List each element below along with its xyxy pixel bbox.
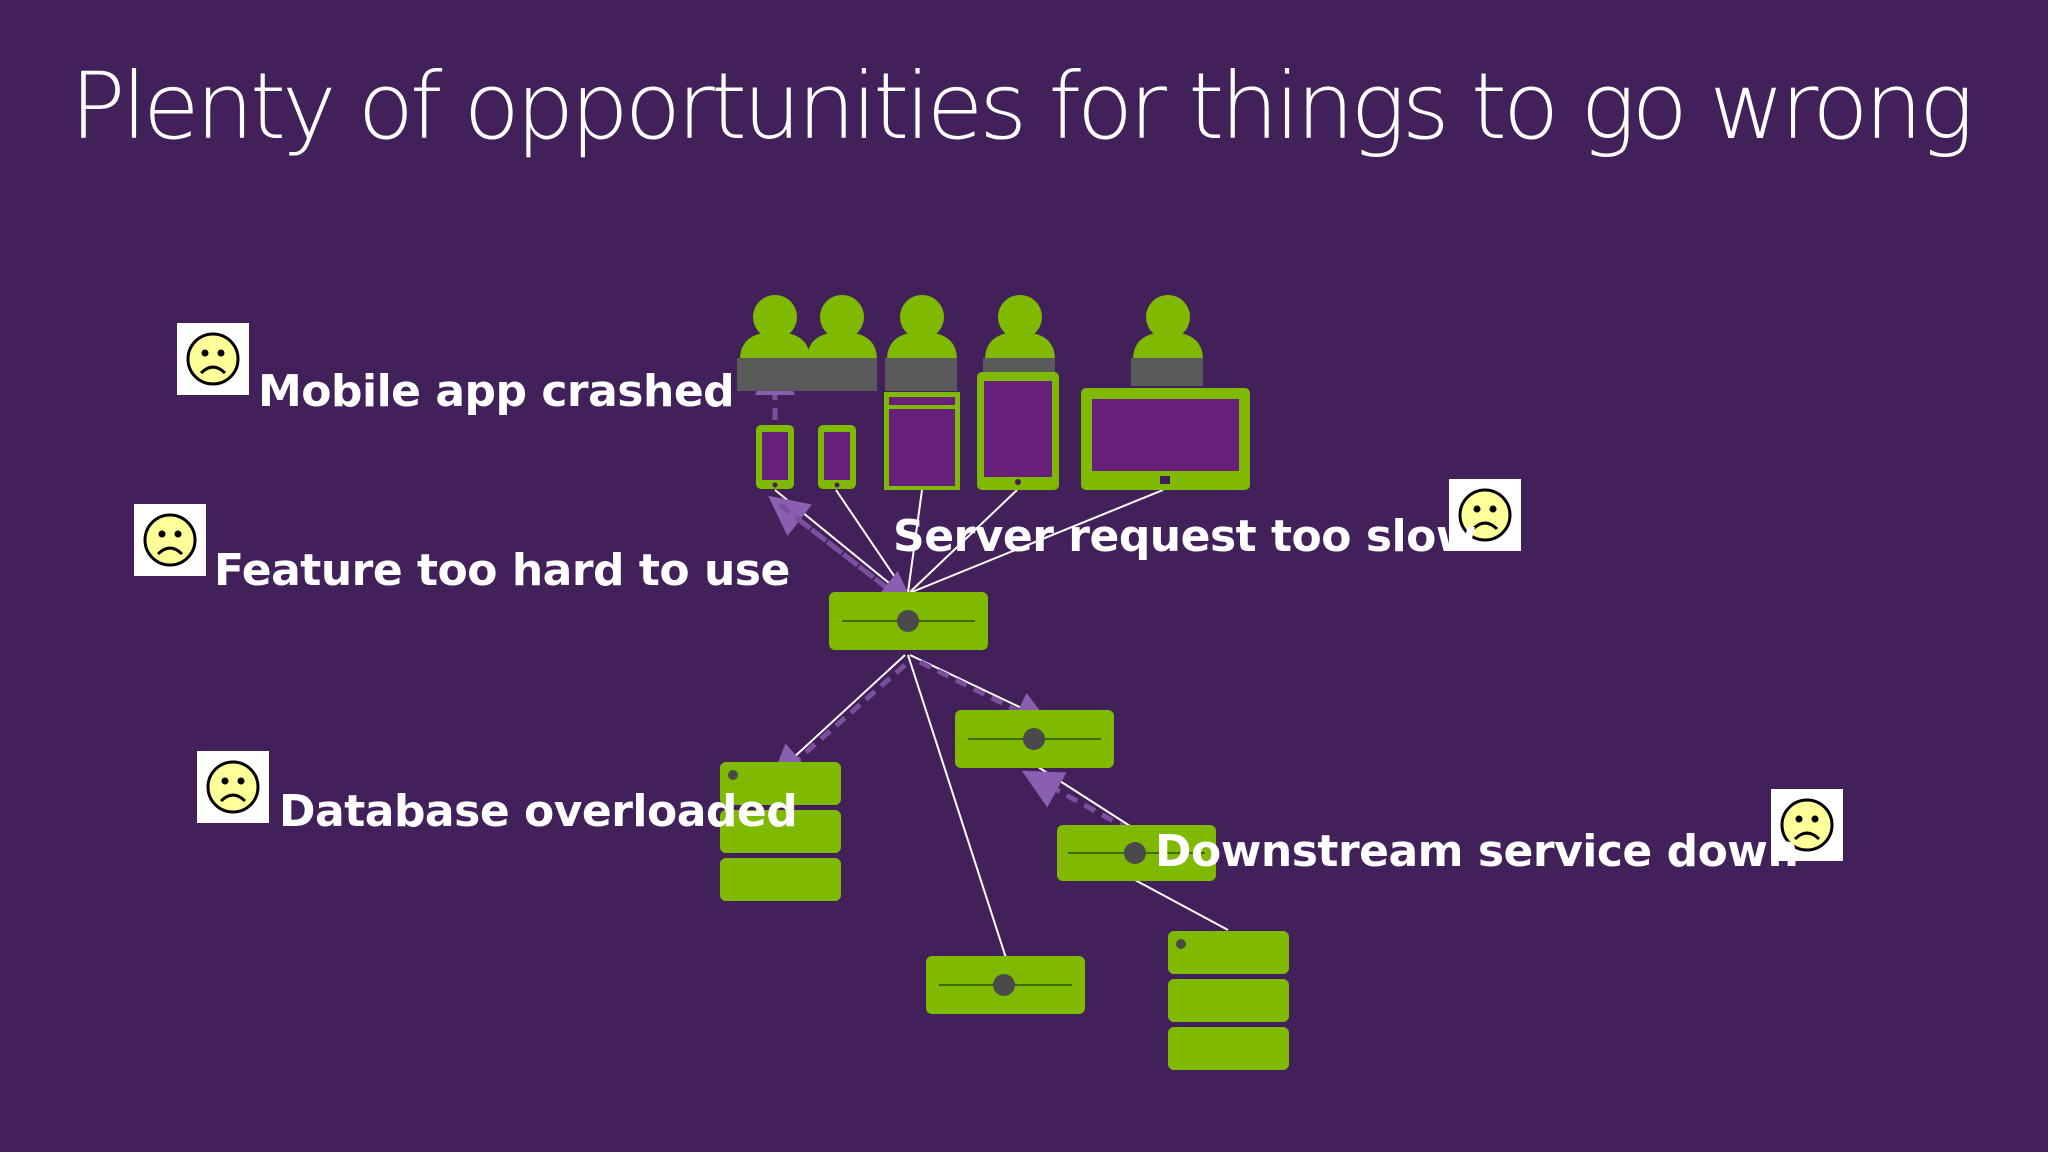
users-group	[740, 295, 1203, 360]
request-arrow	[1021, 770, 1132, 833]
tablet-icon	[884, 392, 960, 490]
user-icon	[740, 295, 810, 360]
web-server-icon	[829, 592, 988, 650]
sad-face-icon	[197, 751, 269, 823]
slide-title: Plenty of opportunities for things to go…	[70, 53, 1974, 160]
service-server-icon	[955, 710, 1114, 768]
sad-face-icon	[134, 504, 206, 576]
request-arrow	[778, 503, 917, 612]
connector-line	[907, 654, 1007, 959]
callout-server-request-slow: Server request too slow	[893, 511, 1476, 562]
sad-face-icon	[1449, 479, 1521, 551]
connector-line	[774, 489, 901, 593]
callout-downstream-service-down: Downstream service down	[1155, 826, 1799, 877]
request-arrow	[768, 663, 907, 785]
tablet-icon	[977, 372, 1059, 490]
callout-database-overloaded: Database overloaded	[279, 786, 798, 837]
phone-icon	[818, 425, 856, 489]
sad-face-icon	[177, 323, 249, 395]
callout-mobile-app-crashed: Mobile app crashed	[258, 366, 735, 417]
callout-feature-too-hard: Feature too hard to use	[214, 545, 790, 596]
database-icon	[720, 762, 841, 901]
user-icon	[985, 295, 1055, 360]
desks	[737, 358, 1203, 391]
sad-face-icon	[1771, 789, 1843, 861]
connector-line	[779, 654, 906, 771]
phone-icon	[756, 425, 794, 489]
user-icon	[807, 295, 877, 360]
server-icon	[926, 956, 1085, 1014]
desk	[885, 358, 957, 391]
desk	[737, 358, 877, 391]
desk	[983, 358, 1055, 374]
downstream-server-icon	[1057, 825, 1216, 881]
connector-line	[909, 489, 1018, 593]
database-icon	[1168, 931, 1289, 1070]
connector-line	[1134, 879, 1229, 931]
desk	[1131, 358, 1203, 386]
connector-line	[911, 489, 1164, 593]
user-icon	[1133, 295, 1203, 360]
user-icon	[887, 295, 957, 360]
desktop-monitor-icon	[1081, 388, 1250, 490]
connector-line	[1034, 764, 1131, 827]
